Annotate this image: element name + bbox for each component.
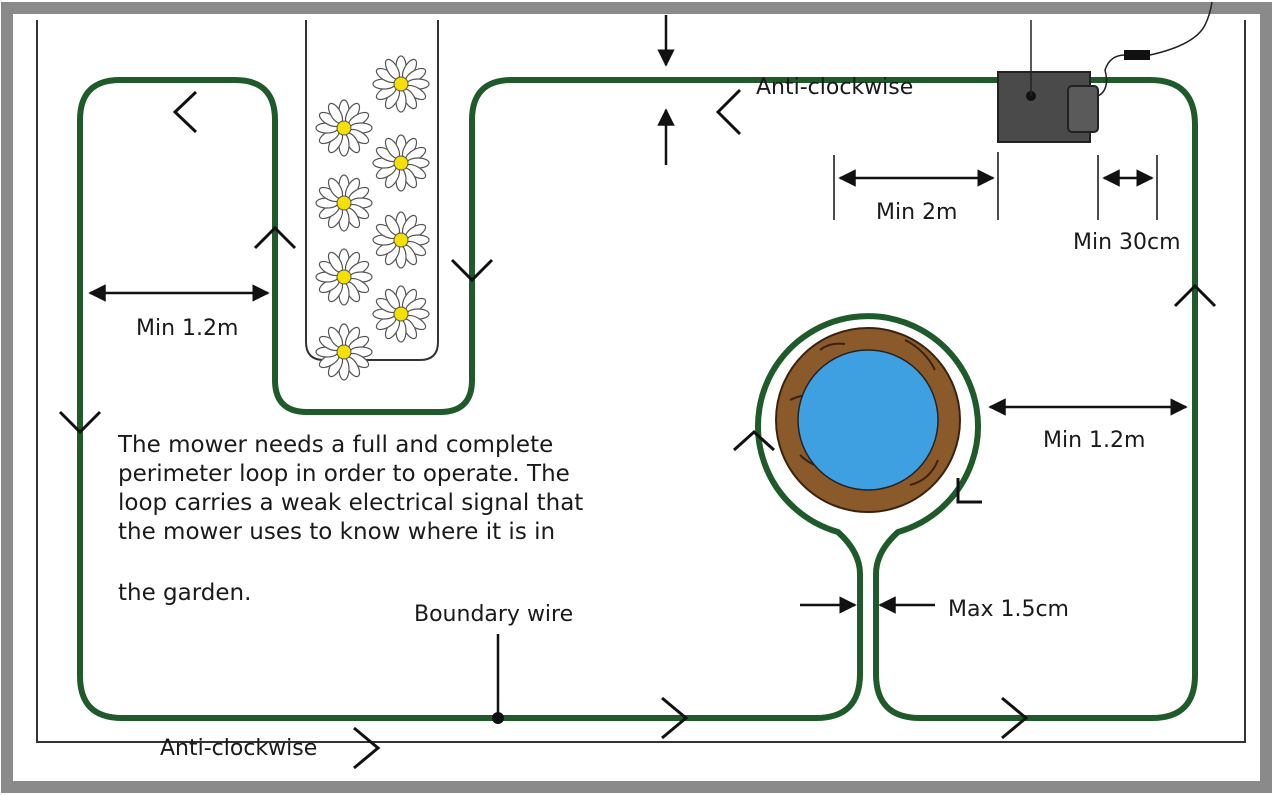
description-line: The mower needs a full and complete bbox=[118, 432, 554, 458]
label-anticlockwise-bottom: Anti-clockwise bbox=[160, 736, 318, 761]
dimension-lines bbox=[88, 15, 1188, 716]
boundary-wire-loop bbox=[77, 77, 1198, 721]
label-anticlockwise-top: Anti-clockwise bbox=[756, 75, 914, 100]
description-line: the garden. bbox=[118, 580, 252, 606]
charging-station bbox=[997, 1, 1213, 143]
garden-edge bbox=[36, 20, 1246, 743]
label-min-1-2m-left: Min 1.2m bbox=[136, 316, 239, 341]
label-max-1-5cm: Max 1.5cm bbox=[948, 597, 1069, 622]
label-min-1-2m-right: Min 1.2m bbox=[1043, 428, 1146, 453]
description-line: the mower uses to know where it is in bbox=[118, 519, 556, 545]
boundary-wire-dot bbox=[492, 712, 504, 724]
label-min-30cm: Min 30cm bbox=[1073, 230, 1181, 255]
label-boundary-wire: Boundary wire bbox=[414, 602, 574, 627]
description-line: loop carries a weak electrical signal th… bbox=[118, 490, 584, 516]
description-text: The mower needs a full and complete peri… bbox=[118, 431, 618, 608]
label-min-2m: Min 2m bbox=[876, 200, 958, 225]
pond-water bbox=[797, 349, 939, 491]
description-line: perimeter loop in order to operate. The bbox=[118, 461, 570, 487]
direction-chevrons bbox=[58, 88, 1217, 770]
